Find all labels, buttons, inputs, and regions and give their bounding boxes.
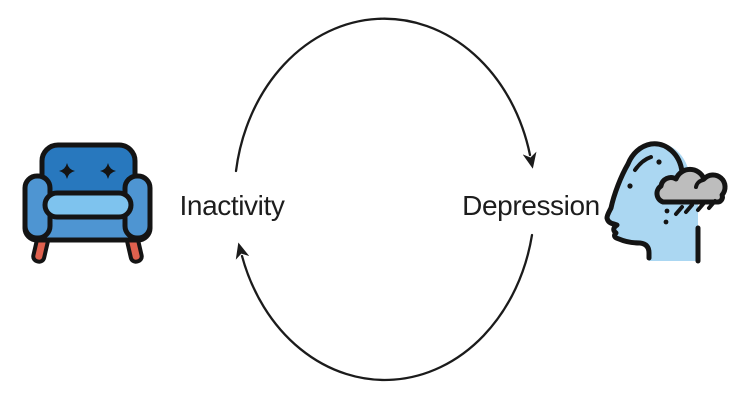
rain-drop-icon	[664, 208, 670, 214]
rain-drop-icon	[674, 205, 684, 216]
head-silhouette	[607, 143, 698, 261]
rain-drop-icon	[663, 219, 669, 225]
eyebrow-line	[633, 155, 653, 172]
cycle-arc-top	[234, 17, 537, 173]
label-inactivity: Inactivity	[179, 190, 285, 221]
label-depression: Depression	[462, 190, 600, 221]
rain-drop-icon	[707, 199, 717, 210]
chair-cushion	[42, 190, 134, 220]
chair-button-icon	[59, 163, 75, 179]
rain-drop-icon	[696, 201, 706, 212]
cloud-curl-line	[694, 178, 705, 189]
chair-button-icon	[100, 163, 116, 179]
head-rain-cloud-icon	[604, 141, 728, 264]
head-outline	[604, 141, 685, 261]
head-dot	[627, 183, 633, 189]
cycle-arc-bottom	[235, 233, 534, 382]
armchair-icon	[22, 142, 153, 264]
rain-cloud-icon	[654, 166, 728, 205]
head-dot	[656, 159, 662, 165]
rain-drop-icon	[684, 203, 694, 214]
